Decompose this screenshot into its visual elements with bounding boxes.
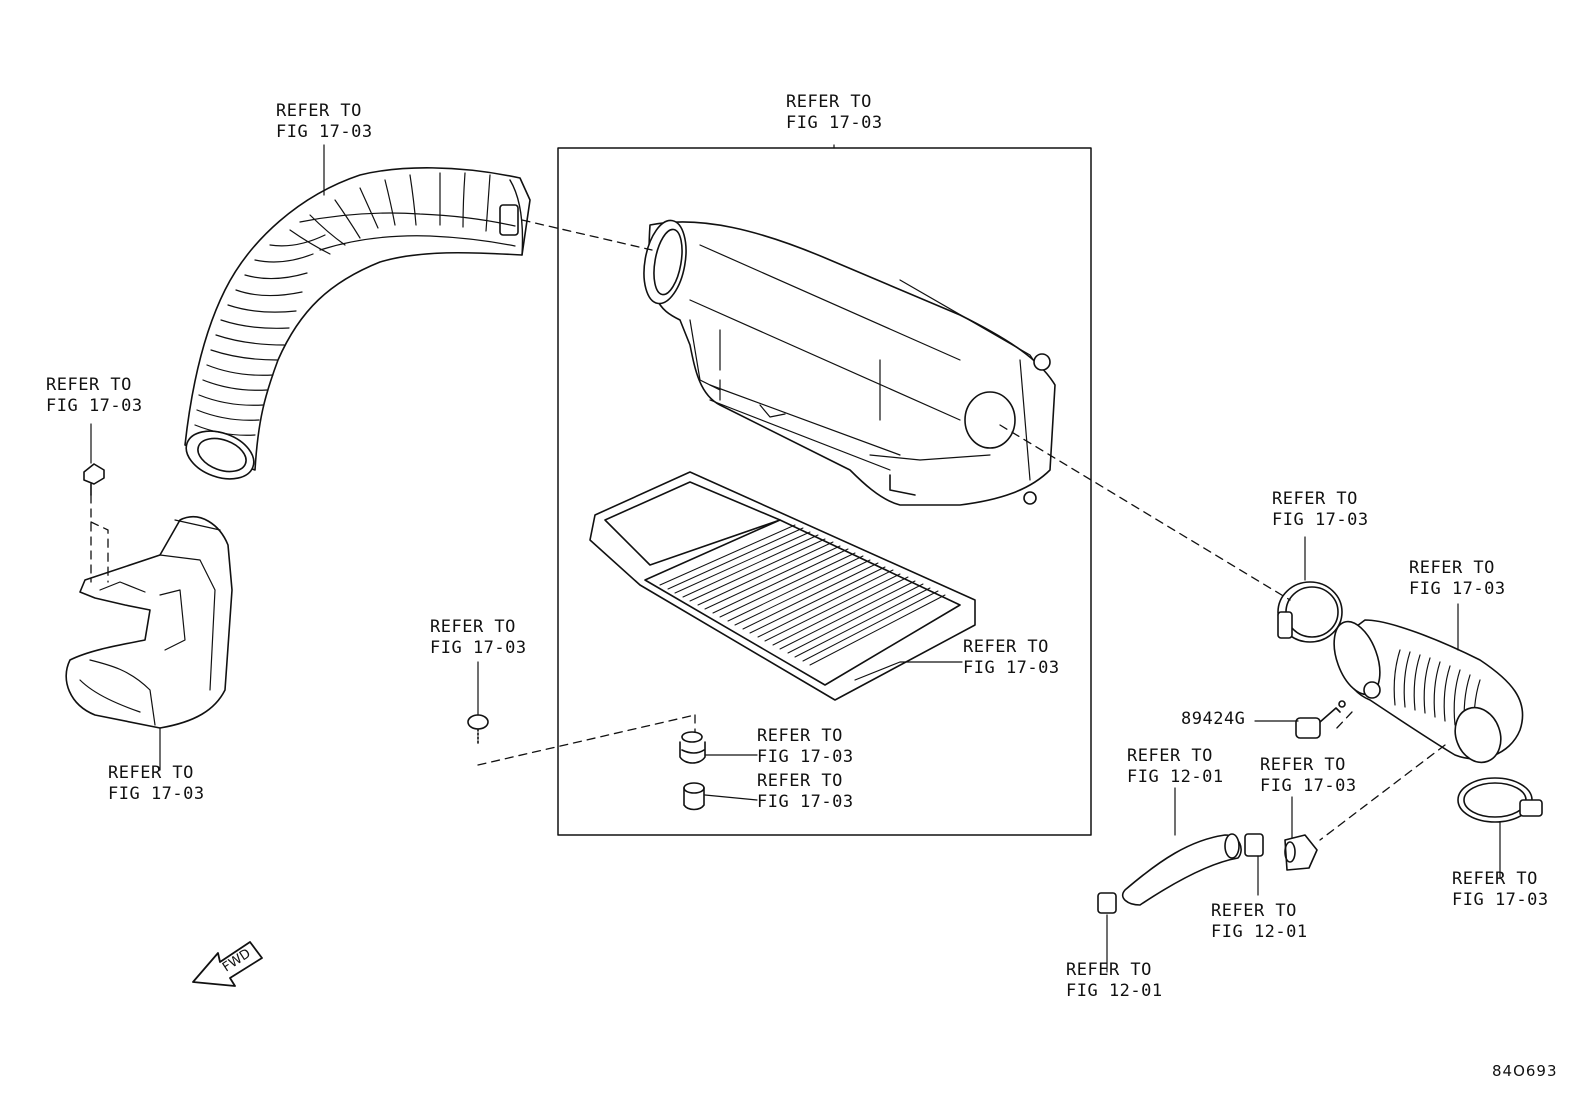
assembly-box bbox=[557, 147, 1092, 836]
part-number-label: 89424G bbox=[1181, 709, 1246, 729]
inlet-air-duct bbox=[184, 167, 531, 480]
collar bbox=[683, 782, 705, 811]
intake-air-temp-sensor bbox=[1295, 700, 1346, 739]
assembly-lines bbox=[90, 219, 1446, 841]
bolt-left bbox=[83, 463, 105, 496]
hose-clip-1 bbox=[1244, 833, 1264, 857]
screw-center bbox=[467, 714, 489, 746]
fwd-arrow bbox=[192, 941, 263, 987]
air-filter-element bbox=[589, 471, 976, 701]
fwd-label: FWD bbox=[220, 946, 254, 975]
grommet bbox=[679, 731, 706, 764]
vent-hose bbox=[1121, 833, 1242, 906]
air-cleaner-case bbox=[643, 219, 1056, 506]
hose-clamp-upper bbox=[1277, 581, 1343, 643]
figure-reference-number: 84O693 bbox=[1492, 1062, 1558, 1080]
leader-lines bbox=[90, 144, 1501, 973]
throttle-body-hose bbox=[1333, 619, 1524, 764]
elbow-fitting bbox=[1284, 834, 1318, 871]
intake-resonator bbox=[65, 516, 233, 729]
hose-clamp-lower bbox=[1457, 777, 1543, 823]
hose-clip-2 bbox=[1097, 892, 1117, 914]
